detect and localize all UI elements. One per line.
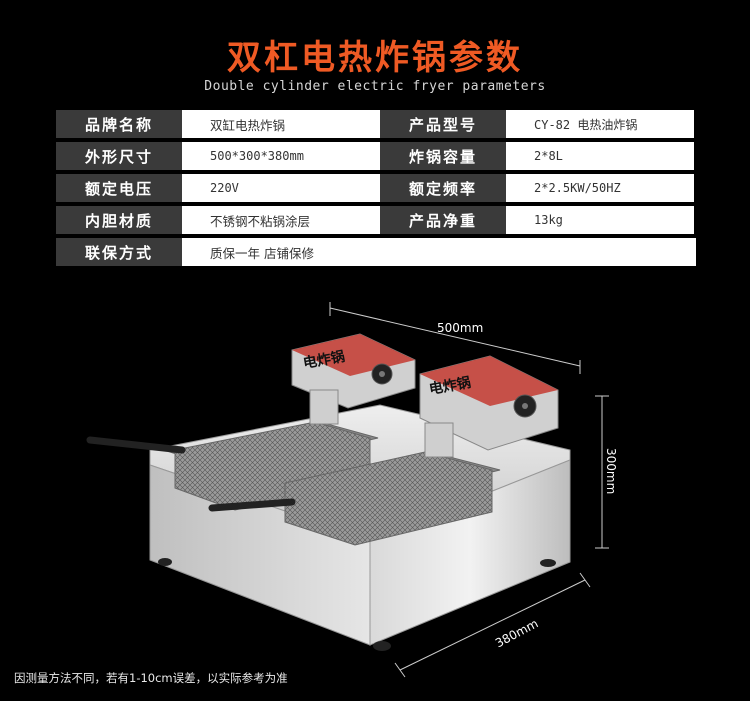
width-dimension-label: 500mm bbox=[437, 321, 484, 335]
spec-label: 产品型号 bbox=[380, 110, 506, 138]
fryer-illustration: 电炸锅 电炸锅 bbox=[86, 302, 609, 678]
spec-label: 产品净重 bbox=[380, 206, 506, 234]
height-dimension bbox=[595, 395, 609, 549]
page-title: 双杠电热炸锅参数 bbox=[227, 38, 523, 78]
spec-value: 220V bbox=[182, 174, 370, 202]
spec-table: 品牌名称 双缸电热炸锅 产品型号 CY-82 电热油炸锅 外形尺寸 500*30… bbox=[56, 110, 696, 270]
width-dimension bbox=[329, 302, 581, 374]
spec-gap bbox=[370, 206, 380, 234]
depth-dimension bbox=[394, 572, 591, 678]
spec-label: 额定频率 bbox=[380, 174, 506, 202]
basket-handle-left bbox=[86, 436, 186, 454]
spec-row: 额定电压 220V 额定频率 2*2.5KW/50HZ bbox=[56, 174, 696, 202]
spec-value: 2*2.5KW/50HZ bbox=[506, 174, 694, 202]
spec-label: 额定电压 bbox=[56, 174, 182, 202]
spec-gap bbox=[370, 110, 380, 138]
page-subtitle: Double cylinder electric fryer parameter… bbox=[204, 79, 546, 94]
spec-value: 13kg bbox=[506, 206, 694, 234]
spec-value: 不锈钢不粘锅涂层 bbox=[182, 206, 370, 234]
spec-label: 联保方式 bbox=[56, 238, 182, 266]
spec-label: 内胆材质 bbox=[56, 206, 182, 234]
spec-row: 联保方式 质保一年 店铺保修 bbox=[56, 238, 696, 266]
spec-row: 品牌名称 双缸电热炸锅 产品型号 CY-82 电热油炸锅 bbox=[56, 110, 696, 138]
spec-gap bbox=[370, 142, 380, 170]
spec-label: 炸锅容量 bbox=[380, 142, 506, 170]
spec-value: 双缸电热炸锅 bbox=[182, 110, 370, 138]
spec-row: 外形尺寸 500*300*380mm 炸锅容量 2*8L bbox=[56, 142, 696, 170]
spec-gap bbox=[370, 174, 380, 202]
measurement-disclaimer: 因测量方法不同，若有1-10cm误差，以实际参考为准 bbox=[14, 671, 288, 685]
height-dimension-label: 300mm bbox=[604, 448, 618, 495]
spec-label: 品牌名称 bbox=[56, 110, 182, 138]
basket-handle-right bbox=[208, 498, 296, 512]
spec-value: 500*300*380mm bbox=[182, 142, 370, 170]
spec-value: 质保一年 店铺保修 bbox=[182, 238, 696, 266]
spec-value: 2*8L bbox=[506, 142, 694, 170]
spec-label: 外形尺寸 bbox=[56, 142, 182, 170]
spec-value: CY-82 电热油炸锅 bbox=[506, 110, 694, 138]
spec-row: 内胆材质 不锈钢不粘锅涂层 产品净重 13kg bbox=[56, 206, 696, 234]
